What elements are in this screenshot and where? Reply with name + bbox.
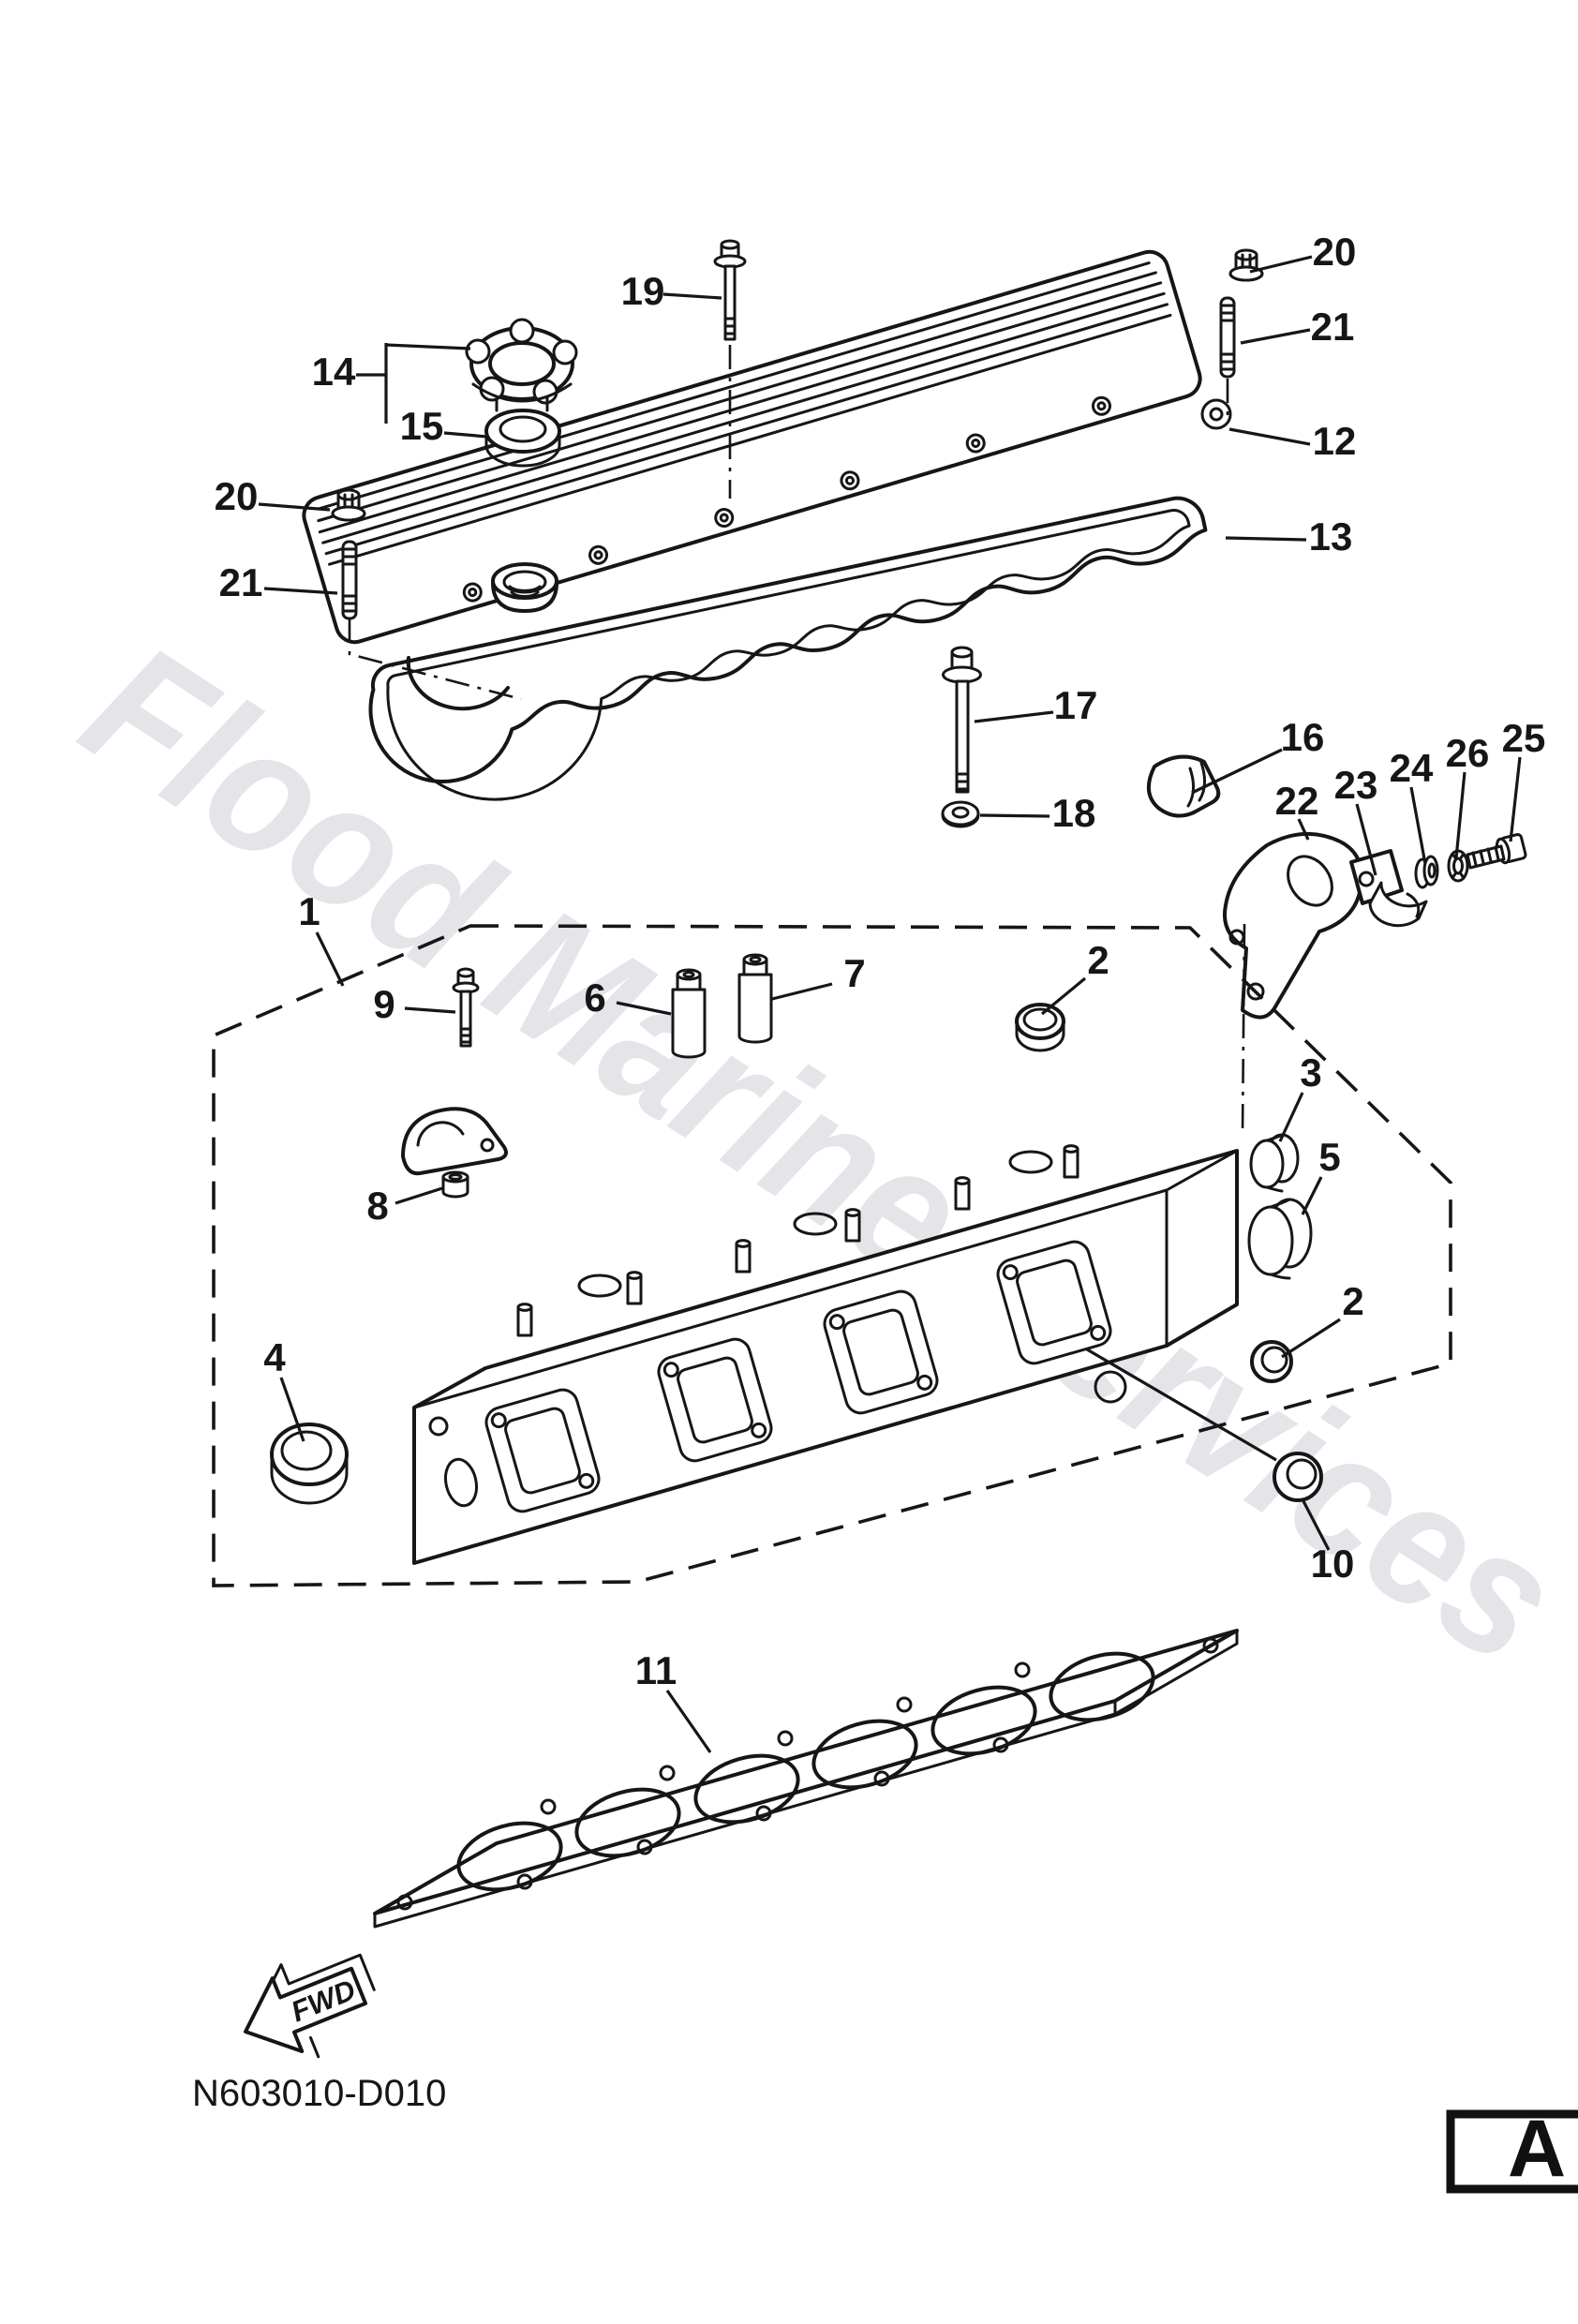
cap-2-upper	[1015, 1003, 1065, 1052]
axis-lines	[348, 345, 1246, 1135]
dashed-boundary	[212, 924, 1452, 1587]
valve-guide-6	[671, 968, 707, 1059]
callout-9: 9	[373, 982, 394, 1026]
sheet-label: A	[1508, 2104, 1566, 2194]
filler-cap-seal	[484, 409, 561, 468]
callout-17: 17	[1054, 683, 1098, 727]
cover-bolt-bosses	[462, 395, 1111, 603]
washer-24	[1414, 855, 1439, 889]
callout-8: 8	[366, 1184, 388, 1228]
seal-10	[1273, 1452, 1323, 1502]
callout-24: 24	[1390, 746, 1434, 790]
clamp-23	[1349, 849, 1428, 928]
oil-filler-neck	[491, 562, 558, 613]
callout-21: 21	[1311, 305, 1355, 349]
cover-corner-boss	[1200, 398, 1232, 430]
valve-cover	[302, 249, 1232, 711]
bracket-22	[1223, 832, 1363, 1020]
camshaft-cap	[401, 1107, 508, 1176]
flange-bolt-9	[452, 967, 480, 1048]
callout-6: 6	[584, 976, 605, 1020]
callout-25: 25	[1502, 716, 1546, 760]
callout-13: 13	[1309, 514, 1353, 559]
cap-16	[1147, 754, 1221, 818]
callout-5: 5	[1318, 1135, 1340, 1179]
stud-bolt-right	[1219, 296, 1236, 379]
flange-bolt-17	[942, 646, 982, 794]
callout-layer: 1223456789101112131415161718192020212122…	[215, 230, 1546, 1692]
bushing-8	[441, 1170, 469, 1199]
washer-18	[941, 800, 980, 828]
valve-cover-gasket	[368, 496, 1208, 801]
lock-washer-26	[1447, 849, 1469, 883]
callout-14: 14	[312, 350, 356, 394]
head-port-flanges	[484, 1240, 1112, 1513]
valve-guide-7	[737, 953, 773, 1044]
callout-20: 20	[1313, 230, 1357, 274]
flange-bolt-19	[713, 239, 747, 341]
seal-4	[270, 1423, 349, 1505]
drawing-code: N603010-D010	[192, 2073, 446, 2114]
callout-26: 26	[1446, 731, 1490, 775]
callout-7: 7	[843, 951, 865, 995]
oil-filler-cap	[465, 318, 578, 412]
callout-22: 22	[1275, 779, 1319, 823]
callout-10: 10	[1311, 1542, 1355, 1586]
callout-15: 15	[400, 404, 444, 448]
callout-1: 1	[298, 889, 320, 933]
callout-16: 16	[1281, 715, 1325, 759]
cylinder-head	[412, 1144, 1239, 1565]
callout-11: 11	[635, 1648, 677, 1692]
seal-2-lower	[1250, 1340, 1293, 1383]
cover-saddle-notch	[406, 656, 510, 711]
callout-19: 19	[621, 269, 665, 313]
gasket-bolt-holes	[396, 1637, 1219, 1911]
head-gasket	[373, 1629, 1239, 1929]
leader-lines	[258, 255, 1522, 1753]
callout-2: 2	[1087, 938, 1109, 982]
cap-nut-left	[331, 488, 366, 522]
cap-3	[1249, 1133, 1300, 1193]
stud-bolt-left	[341, 540, 358, 620]
fwd-arrow: FWD	[244, 1953, 376, 2059]
callout-21: 21	[219, 560, 263, 604]
gasket-bores	[456, 1651, 1155, 1892]
callout-23: 23	[1334, 763, 1378, 807]
sheet-label-box: A	[1446, 2104, 1578, 2194]
callout-18: 18	[1052, 791, 1096, 835]
callout-12: 12	[1313, 419, 1357, 463]
callout-3: 3	[1300, 1050, 1321, 1095]
head-studs	[516, 1144, 1079, 1337]
cap-nut-right	[1228, 248, 1264, 282]
cap-5	[1247, 1198, 1313, 1280]
callout-2: 2	[1342, 1279, 1363, 1323]
callout-4: 4	[263, 1335, 286, 1379]
bolt-25	[1466, 833, 1527, 870]
callout-20: 20	[215, 474, 259, 518]
